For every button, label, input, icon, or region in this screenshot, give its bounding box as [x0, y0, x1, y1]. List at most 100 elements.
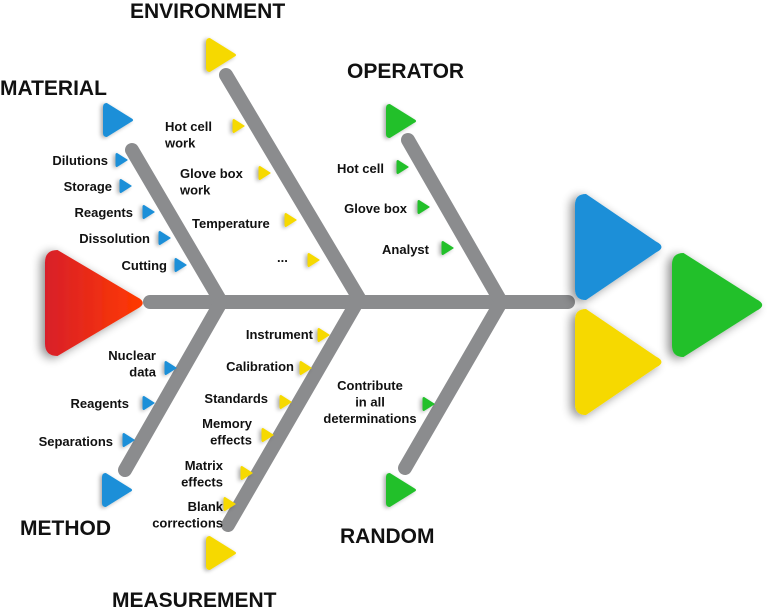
result-triangle-blue-icon — [575, 194, 662, 300]
cause-item: Temperature — [192, 213, 297, 231]
cause-marker-icon — [142, 396, 155, 410]
cause-marker-icon — [223, 497, 236, 511]
cause-label: Cutting — [122, 258, 168, 273]
cause-label-line: Hot cell — [337, 161, 384, 176]
cause-label: Memory effects — [202, 416, 253, 448]
cause-item: Reagents — [74, 205, 155, 220]
cause-item: Analyst — [382, 241, 454, 257]
cause-label-line: Blank — [188, 499, 224, 514]
cause-item: Glove box — [344, 200, 430, 216]
cause-label: Calibration — [226, 359, 294, 374]
cause-label-line: in all — [355, 395, 385, 410]
cause-label-line: Glove box — [344, 201, 408, 216]
cause-label-line: Reagents — [74, 205, 133, 220]
category-title: METHOD — [20, 517, 111, 540]
cause-marker-icon — [279, 395, 292, 409]
cause-label-line: Cutting — [122, 258, 168, 273]
cause-item: Dissolution — [79, 231, 171, 246]
cause-marker-icon — [115, 153, 128, 167]
cause-label-line: work — [164, 136, 196, 151]
cause-label: Dissolution — [79, 231, 150, 246]
branch-bone — [219, 68, 367, 307]
cause-label: Instrument — [246, 327, 314, 342]
cause-label: Hot cell — [337, 161, 384, 176]
cause-label-line: Standards — [204, 391, 268, 406]
categories: MATERIALDilutionsStorageReagentsDissolut… — [0, 0, 464, 609]
cause-marker-icon — [258, 166, 271, 180]
cause-label: Temperature — [192, 216, 270, 231]
effect-triangle-red-icon — [45, 250, 143, 356]
cause-marker-icon — [317, 328, 330, 342]
cause-label: Glove box — [344, 201, 408, 216]
cause-label-line: Separations — [39, 434, 113, 449]
cause-label-line: Instrument — [246, 327, 314, 342]
cause-label: Reagents — [70, 396, 129, 411]
category-title: MEASUREMENT — [112, 589, 277, 609]
cause-item: Reagents — [70, 396, 155, 411]
cause-item: Memory effects — [202, 416, 274, 448]
cause-marker-icon — [119, 179, 132, 193]
category-triangle-icon — [102, 473, 133, 507]
result-triangle-green-icon — [672, 253, 763, 357]
cause-item: Storage — [64, 179, 132, 194]
cause-item: Dilutions — [52, 153, 128, 168]
category-triangle-icon — [206, 38, 237, 72]
cause-marker-icon — [422, 397, 435, 411]
branch-bone — [125, 143, 227, 307]
cause-marker-icon — [261, 428, 274, 442]
cause-label-line: Matrix — [185, 458, 224, 473]
cause-label-line: ... — [277, 250, 288, 265]
cause-label-line: Memory — [202, 416, 253, 431]
branch-bone — [221, 297, 363, 532]
cause-label: Analyst — [382, 242, 430, 257]
cause-marker-icon — [299, 361, 312, 375]
cause-label: Storage — [64, 179, 112, 194]
head-triangles — [45, 194, 763, 415]
cause-label-line: effects — [210, 433, 252, 448]
cause-marker-icon — [164, 361, 177, 375]
cause-label: Dilutions — [52, 153, 108, 168]
category-triangle-icon — [206, 536, 237, 570]
cause-marker-icon — [142, 205, 155, 219]
cause-label-line: work — [179, 183, 211, 198]
category-title: MATERIAL — [0, 77, 107, 100]
cause-label-line: determinations — [323, 411, 416, 426]
branch-bone — [401, 133, 507, 307]
cause-label: Reagents — [74, 205, 133, 220]
cause-label-line: Nuclear — [108, 348, 156, 363]
cause-label: Separations — [39, 434, 113, 449]
cause-marker-icon — [232, 119, 245, 133]
cause-marker-icon — [240, 466, 253, 480]
cause-label-line: Temperature — [192, 216, 270, 231]
cause-label-line: Dilutions — [52, 153, 108, 168]
cause-marker-icon — [284, 213, 297, 227]
cause-marker-icon — [307, 253, 320, 267]
cause-marker-icon — [417, 200, 430, 214]
cause-item: ... — [277, 250, 320, 267]
cause-label: Standards — [204, 391, 268, 406]
cause-label-line: Calibration — [226, 359, 294, 374]
cause-label-line: Storage — [64, 179, 112, 194]
cause-marker-icon — [158, 231, 171, 245]
cause-item: Instrument — [246, 327, 330, 342]
cause-label: ... — [277, 250, 288, 265]
cause-item: Separations — [39, 433, 135, 449]
bones — [118, 68, 575, 532]
